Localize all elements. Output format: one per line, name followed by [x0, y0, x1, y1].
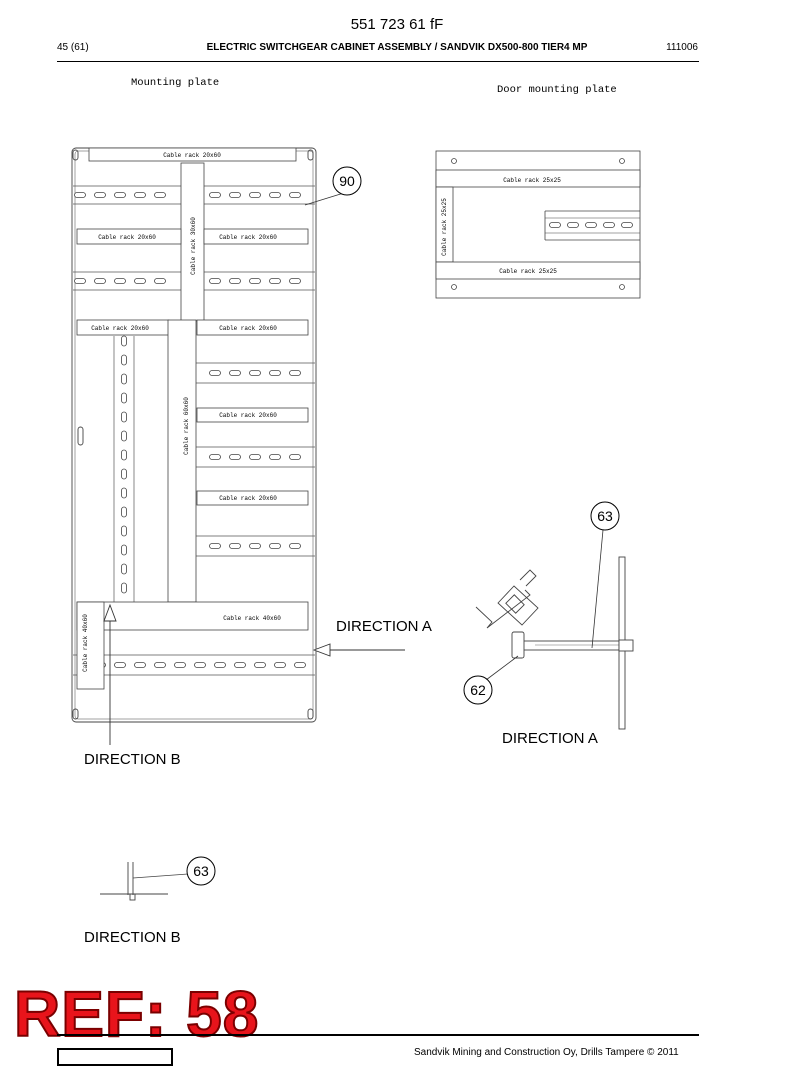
door-rack-label-top: Cable rack 25x25 — [503, 177, 561, 184]
sandvik-logo — [57, 1048, 173, 1066]
direction-b-arrow — [103, 603, 117, 745]
cable-rack-labels: Cable rack 20x60 Cable rack 30x60 Cable … — [82, 152, 281, 672]
svg-text:62: 62 — [470, 682, 486, 698]
door-mounting-plate — [435, 150, 641, 299]
direction-a-arrow-label: DIRECTION A — [336, 618, 432, 635]
direction-b-view-label: DIRECTION B — [84, 929, 181, 946]
direction-b-detail — [100, 862, 189, 901]
cable-racks — [76, 147, 309, 690]
direction-a-arrow — [312, 643, 405, 657]
rack-label-left-1: Cable rack 20x60 — [98, 234, 156, 241]
rack-label-right-4: Cable rack 20x60 — [219, 495, 277, 502]
svg-text:90: 90 — [339, 173, 355, 189]
vertical-din-rail — [113, 335, 135, 605]
page-number: 45 (61) — [57, 42, 89, 53]
mounting-plate-title: Mounting plate — [131, 77, 219, 89]
door-rack-label-vertical: Cable rack 25x25 — [441, 198, 448, 256]
svg-text:63: 63 — [597, 508, 613, 524]
door-plate-title: Door mounting plate — [497, 84, 617, 96]
footer-rule — [57, 1034, 699, 1036]
callout-62: 62 — [463, 655, 519, 705]
svg-text:63: 63 — [193, 863, 209, 879]
callout-63-a: 63 — [590, 501, 620, 649]
rack-label-right-1: Cable rack 20x60 — [219, 234, 277, 241]
direction-a-detail — [475, 556, 634, 730]
callout-63-b: 63 — [186, 856, 216, 886]
document-title: ELECTRIC SWITCHGEAR CABINET ASSEMBLY / S… — [206, 42, 588, 53]
direction-a-view-label: DIRECTION A — [502, 730, 598, 747]
rack-label-vertical-upper: Cable rack 30x60 — [190, 217, 197, 275]
door-rack-label-bottom: Cable rack 25x25 — [499, 268, 557, 275]
ref-mark: REF: 58 — [13, 978, 260, 1050]
rack-label-bottom-vertical: Cable rack 40x60 — [82, 614, 89, 672]
document-code: 111006 — [666, 42, 698, 53]
document-number: 551 723 61 fF — [350, 16, 444, 33]
direction-b-arrow-label: DIRECTION B — [84, 751, 181, 768]
header-rule — [57, 61, 699, 62]
rack-label-top: Cable rack 20x60 — [163, 152, 221, 159]
rack-label-bottom: Cable rack 40x60 — [223, 615, 281, 622]
rack-label-right-2: Cable rack 20x60 — [219, 325, 277, 332]
callout-90: 90 — [304, 166, 362, 206]
rack-label-left-2: Cable rack 20x60 — [91, 325, 149, 332]
rack-label-right-3: Cable rack 20x60 — [219, 412, 277, 419]
rack-label-vertical-middle: Cable rack 60x60 — [183, 397, 190, 455]
